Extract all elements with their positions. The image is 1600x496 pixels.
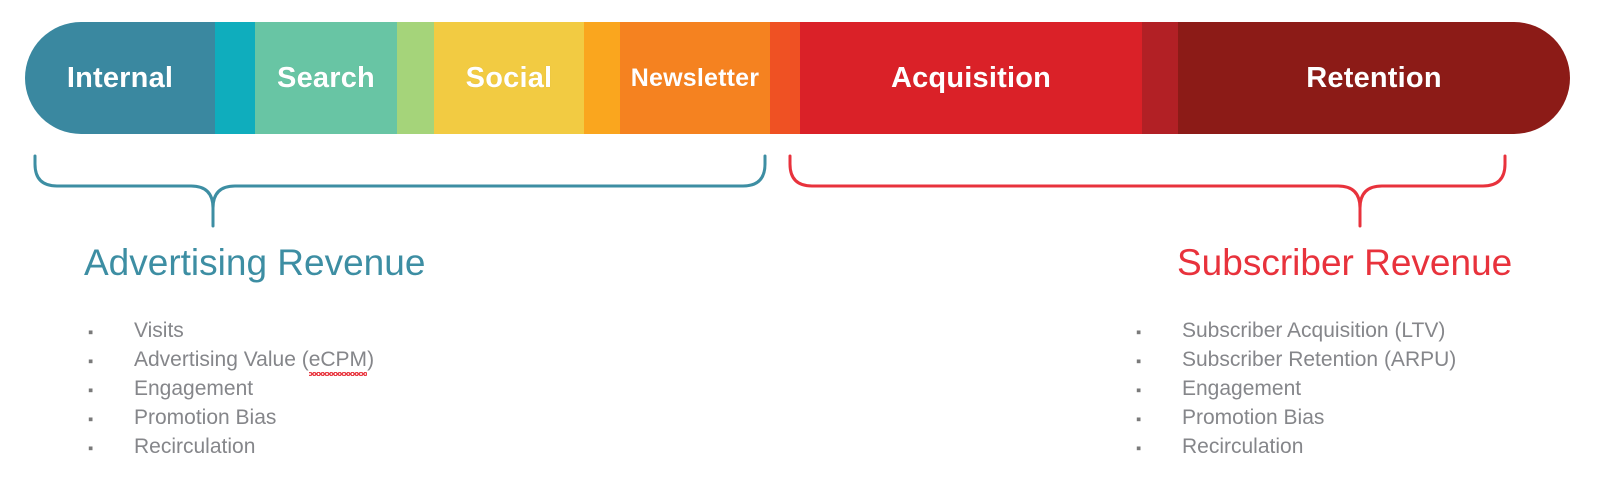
list-item-label: Promotion Bias	[134, 406, 277, 429]
bullet-point-icon: ▪	[1136, 440, 1142, 457]
bullet-point-icon: ▪	[88, 440, 94, 457]
metric-list-subscriber: ▪ Subscriber Acquisition (LTV) ▪ Subscriber…	[1136, 316, 1456, 461]
bar-segment-divider-2[interactable]	[397, 22, 434, 134]
spellcheck-underline: eCPM	[308, 345, 368, 376]
list-item-label: Engagement	[134, 377, 254, 400]
brace-subscriber	[788, 154, 1507, 228]
bullet-point-icon: ▪	[88, 411, 94, 428]
bullet-point-icon: ▪	[1136, 411, 1142, 428]
bullet-point-icon: ▪	[1136, 324, 1142, 341]
list-item-label: Advertising Value (eCPM)	[134, 345, 374, 376]
list-item: ▪ Engagement	[1136, 374, 1456, 403]
bullet-point-icon: ▪	[88, 353, 94, 370]
list-item: ▪ Visits	[88, 316, 374, 345]
bar-segment-label: Acquisition	[890, 61, 1052, 94]
bar-segment-divider-4[interactable]	[770, 22, 800, 134]
bar-segment-acquisition[interactable]: Acquisition	[800, 22, 1142, 134]
bullet-point-icon: ▪	[1136, 353, 1142, 370]
bar-segment-newsletter[interactable]: Newsletter	[620, 22, 770, 134]
bar-segment-search[interactable]: Search	[255, 22, 397, 134]
bullet-point-icon: ▪	[88, 324, 94, 341]
bar-segment-label: Retention	[1306, 61, 1442, 94]
bullet-point-icon: ▪	[88, 382, 94, 399]
bar-segment-retention[interactable]: Retention	[1178, 22, 1570, 134]
revenue-channel-bar: Internal Search Social Newsletter Acquisitio…	[25, 22, 1570, 134]
bar-segment-label: Newsletter	[630, 63, 760, 92]
group-title-subscriber: Subscriber Revenue	[1177, 242, 1513, 283]
list-item: ▪ Subscriber Retention (ARPU)	[1136, 345, 1456, 374]
list-item: ▪ Recirculation	[88, 432, 374, 461]
brace-advertising	[33, 154, 767, 228]
bar-segment-divider-1[interactable]	[215, 22, 255, 134]
bar-segment-label: Search	[277, 61, 375, 94]
list-item-label: Promotion Bias	[1182, 406, 1325, 429]
list-item: ▪ Advertising Value (eCPM)	[88, 345, 374, 376]
list-item: ▪ Promotion Bias	[88, 403, 374, 432]
bar-segment-internal[interactable]: Internal	[25, 22, 215, 134]
list-item-label: Engagement	[1182, 377, 1302, 400]
metric-list-advertising: ▪ Visits ▪ Advertising Value (eCPM) ▪ Engagem…	[88, 316, 374, 461]
bar-segment-label: Internal	[66, 61, 174, 94]
list-item: ▪ Engagement	[88, 374, 374, 403]
list-item-label: Recirculation	[1182, 435, 1304, 458]
group-title-advertising: Advertising Revenue	[84, 242, 426, 283]
bar-segment-label: Social	[465, 61, 553, 94]
list-item: ▪ Subscriber Acquisition (LTV)	[1136, 316, 1456, 345]
bar-segment-divider-3[interactable]	[584, 22, 620, 134]
list-item-label: Subscriber Acquisition (LTV)	[1182, 319, 1446, 342]
list-item-label: Subscriber Retention (ARPU)	[1182, 348, 1457, 371]
list-item: ▪ Promotion Bias	[1136, 403, 1456, 432]
bar-segment-social[interactable]: Social	[434, 22, 584, 134]
list-item: ▪ Recirculation	[1136, 432, 1456, 461]
bullet-point-icon: ▪	[1136, 382, 1142, 399]
list-item-label: Visits	[134, 319, 184, 342]
bar-segment-divider-5[interactable]	[1142, 22, 1178, 134]
list-item-label: Recirculation	[134, 435, 256, 458]
